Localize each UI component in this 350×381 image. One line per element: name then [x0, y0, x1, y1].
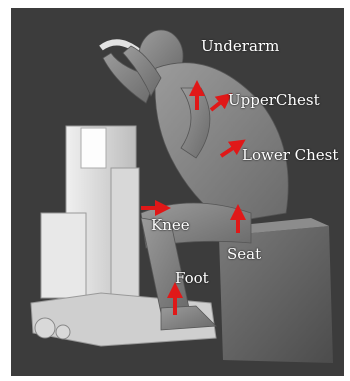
label-seat: Seat — [227, 246, 261, 262]
figure-frame: Underarm UpperChest Lower Chest Knee Sea… — [11, 8, 344, 376]
label-upper-chest: UpperChest — [228, 92, 320, 108]
posture-render — [11, 8, 344, 376]
label-underarm: Underarm — [201, 38, 279, 54]
label-knee: Knee — [151, 217, 190, 233]
label-foot: Foot — [175, 270, 209, 286]
label-lower-chest: Lower Chest — [242, 147, 338, 163]
